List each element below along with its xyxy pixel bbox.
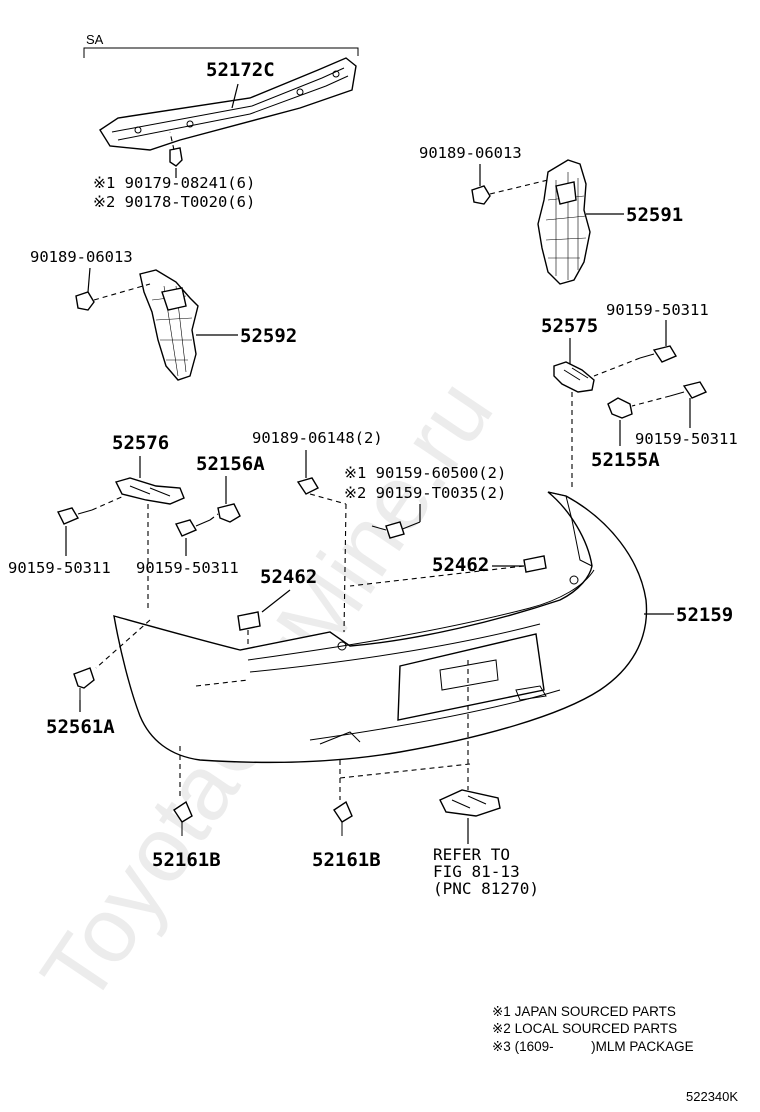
bolt-90159-a-icon[interactable] bbox=[639, 345, 678, 363]
legend-note-1: ※1 JAPAN SOURCED PARTS bbox=[492, 1004, 676, 1019]
spacer-52462-left[interactable] bbox=[237, 611, 261, 631]
bolt-90159-c-icon[interactable] bbox=[56, 507, 93, 525]
license-lamp-reference[interactable] bbox=[439, 789, 501, 817]
part-52575-label[interactable]: 52575 bbox=[541, 315, 598, 337]
part-90159-50311-d-label[interactable]: 90159-50311 bbox=[136, 559, 239, 577]
refer-to-line2[interactable]: FIG 81-13 bbox=[433, 862, 520, 881]
part-90159-60500-label[interactable]: ※1 90159-60500(2) bbox=[344, 464, 506, 482]
clip-52561a[interactable] bbox=[73, 667, 95, 700]
refer-to-line1: REFER TO bbox=[433, 845, 510, 864]
part-90159-50311-a-label[interactable]: 90159-50311 bbox=[606, 301, 709, 319]
part-52561a-label[interactable]: 52561A bbox=[46, 716, 115, 738]
bracket-52576[interactable] bbox=[114, 477, 185, 505]
part-52161b-left-label[interactable]: 52161B bbox=[152, 849, 221, 871]
part-52592-label[interactable]: 52592 bbox=[240, 325, 297, 347]
part-90159-t0035-label[interactable]: ※2 90159-T0035(2) bbox=[344, 484, 506, 502]
part-52159-label[interactable]: 52159 bbox=[676, 604, 733, 626]
screw-90159-60500-icon[interactable] bbox=[371, 521, 405, 539]
bracket-52575[interactable] bbox=[553, 361, 595, 393]
rear-bumper-cover-52159[interactable] bbox=[113, 491, 648, 764]
part-90179-label[interactable]: ※1 90179-08241(6) bbox=[93, 174, 255, 192]
part-52462-left-label[interactable]: 52462 bbox=[260, 566, 317, 588]
nut-90179-icon[interactable] bbox=[169, 147, 183, 167]
retainer-52591[interactable] bbox=[537, 159, 591, 285]
part-90189-06013-left-label[interactable]: 90189-06013 bbox=[30, 248, 133, 266]
spacer-52462-right[interactable] bbox=[523, 555, 547, 573]
retainer-52155a[interactable] bbox=[607, 397, 633, 419]
sa-group-bracket bbox=[83, 47, 359, 58]
diagram-code: 522340K bbox=[686, 1089, 738, 1104]
part-90159-50311-c-label[interactable]: 90159-50311 bbox=[8, 559, 111, 577]
part-52156a-label[interactable]: 52156A bbox=[196, 453, 265, 475]
clip-52161b-left[interactable] bbox=[173, 800, 193, 836]
refer-to-line3: (PNC 81270) bbox=[433, 879, 539, 898]
part-52172c-label[interactable]: 52172C bbox=[206, 59, 275, 81]
clip-90189-06148-icon[interactable] bbox=[296, 477, 319, 495]
part-90178-label[interactable]: ※2 90178-T0020(6) bbox=[93, 193, 255, 211]
part-90189-06013-right-label[interactable]: 90189-06013 bbox=[419, 144, 522, 162]
part-52462-right-label[interactable]: 52462 bbox=[432, 554, 489, 576]
part-90189-06148-label[interactable]: 90189-06148(2) bbox=[252, 429, 383, 447]
legend-note-3: ※3 (1609- )MLM PACKAGE bbox=[492, 1039, 694, 1054]
legend-note-2: ※2 LOCAL SOURCED PARTS bbox=[492, 1021, 677, 1036]
clip-90189-right-icon[interactable] bbox=[471, 185, 491, 205]
part-52591-label[interactable]: 52591 bbox=[626, 204, 683, 226]
retainer-52156a[interactable] bbox=[217, 503, 241, 523]
part-52155a-label[interactable]: 52155A bbox=[591, 449, 660, 471]
bumper-reinforcement-52172c[interactable] bbox=[99, 57, 357, 151]
sa-label: SA bbox=[86, 32, 104, 47]
part-90159-50311-b-label[interactable]: 90159-50311 bbox=[635, 430, 738, 448]
clip-52161b-right[interactable] bbox=[333, 800, 353, 836]
bolt-90159-b-icon[interactable] bbox=[669, 381, 708, 399]
part-52161b-right-label[interactable]: 52161B bbox=[312, 849, 381, 871]
retainer-52592[interactable] bbox=[139, 269, 199, 381]
bolt-90159-d-icon[interactable] bbox=[174, 519, 211, 537]
clip-90189-left-icon[interactable] bbox=[75, 291, 95, 311]
part-52576-label[interactable]: 52576 bbox=[112, 432, 169, 454]
